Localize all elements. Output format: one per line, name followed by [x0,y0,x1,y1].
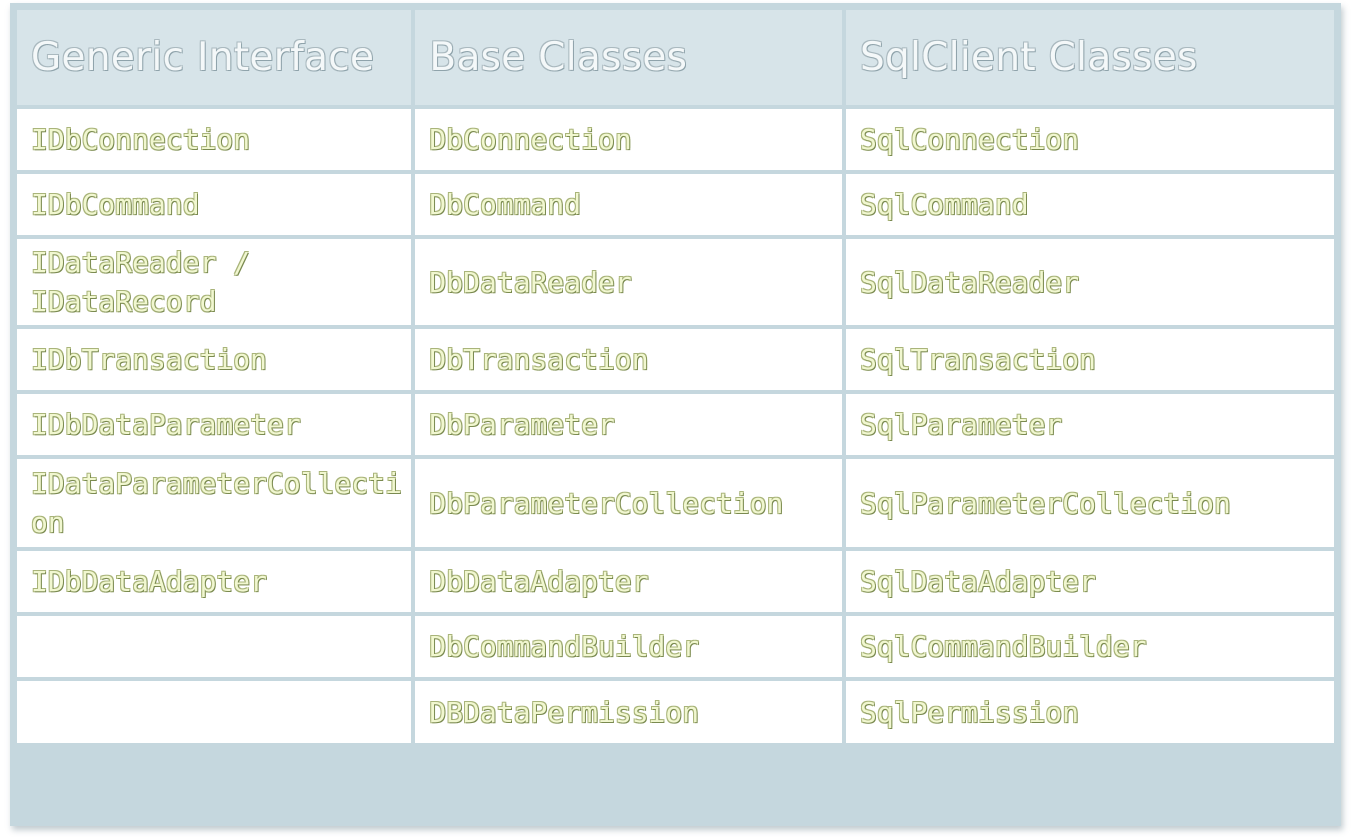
cell-sqlclient-class: SqlCommand [846,174,1334,235]
class-mapping-table: Generic Interface Base Classes SqlClient… [13,6,1338,747]
cell-interface: IDataReader / IDataRecord [17,239,412,325]
cell-base-class: DbCommandBuilder [415,616,842,677]
header-row: Generic Interface Base Classes SqlClient… [17,10,1334,105]
cell-sqlclient-class: SqlParameterCollection [846,459,1334,547]
cell-sqlclient-class: SqlPermission [846,681,1334,743]
cell-interface: IDbCommand [17,174,412,235]
cell-base-class: DbParameter [415,394,842,455]
cell-interface [17,681,412,743]
cell-base-class: DBDataPermission [415,681,842,743]
cell-sqlclient-class: SqlTransaction [846,329,1334,390]
cell-sqlclient-class: SqlCommandBuilder [846,616,1334,677]
cell-sqlclient-class: SqlConnection [846,109,1334,170]
cell-interface: IDbTransaction [17,329,412,390]
cell-interface: IDataParameterCollection [17,459,412,547]
cell-interface: IDbDataAdapter [17,551,412,612]
header-generic-interface: Generic Interface [17,10,412,105]
table-row: IDbDataAdapter DbDataAdapter SqlDataAdap… [17,551,1334,612]
table-row: IDbCommand DbCommand SqlCommand [17,174,1334,235]
header-base-classes: Base Classes [415,10,842,105]
cell-base-class: DbCommand [415,174,842,235]
table-row: IDbConnection DbConnection SqlConnection [17,109,1334,170]
cell-sqlclient-class: SqlParameter [846,394,1334,455]
table-row: DbCommandBuilder SqlCommandBuilder [17,616,1334,677]
table-row: IDataParameterCollection DbParameterColl… [17,459,1334,547]
cell-base-class: DbTransaction [415,329,842,390]
table-row: IDataReader / IDataRecord DbDataReader S… [17,239,1334,325]
table-row: DBDataPermission SqlPermission [17,681,1334,743]
cell-sqlclient-class: SqlDataAdapter [846,551,1334,612]
cell-interface: IDbConnection [17,109,412,170]
table-row: IDbDataParameter DbParameter SqlParamete… [17,394,1334,455]
cell-base-class: DbConnection [415,109,842,170]
cell-base-class: DbDataAdapter [415,551,842,612]
cell-base-class: DbParameterCollection [415,459,842,547]
cell-interface: IDbDataParameter [17,394,412,455]
table-frame: Generic Interface Base Classes SqlClient… [10,3,1341,826]
cell-base-class: DbDataReader [415,239,842,325]
cell-sqlclient-class: SqlDataReader [846,239,1334,325]
cell-interface [17,616,412,677]
table-row: IDbTransaction DbTransaction SqlTransact… [17,329,1334,390]
header-sqlclient-classes: SqlClient Classes [846,10,1334,105]
